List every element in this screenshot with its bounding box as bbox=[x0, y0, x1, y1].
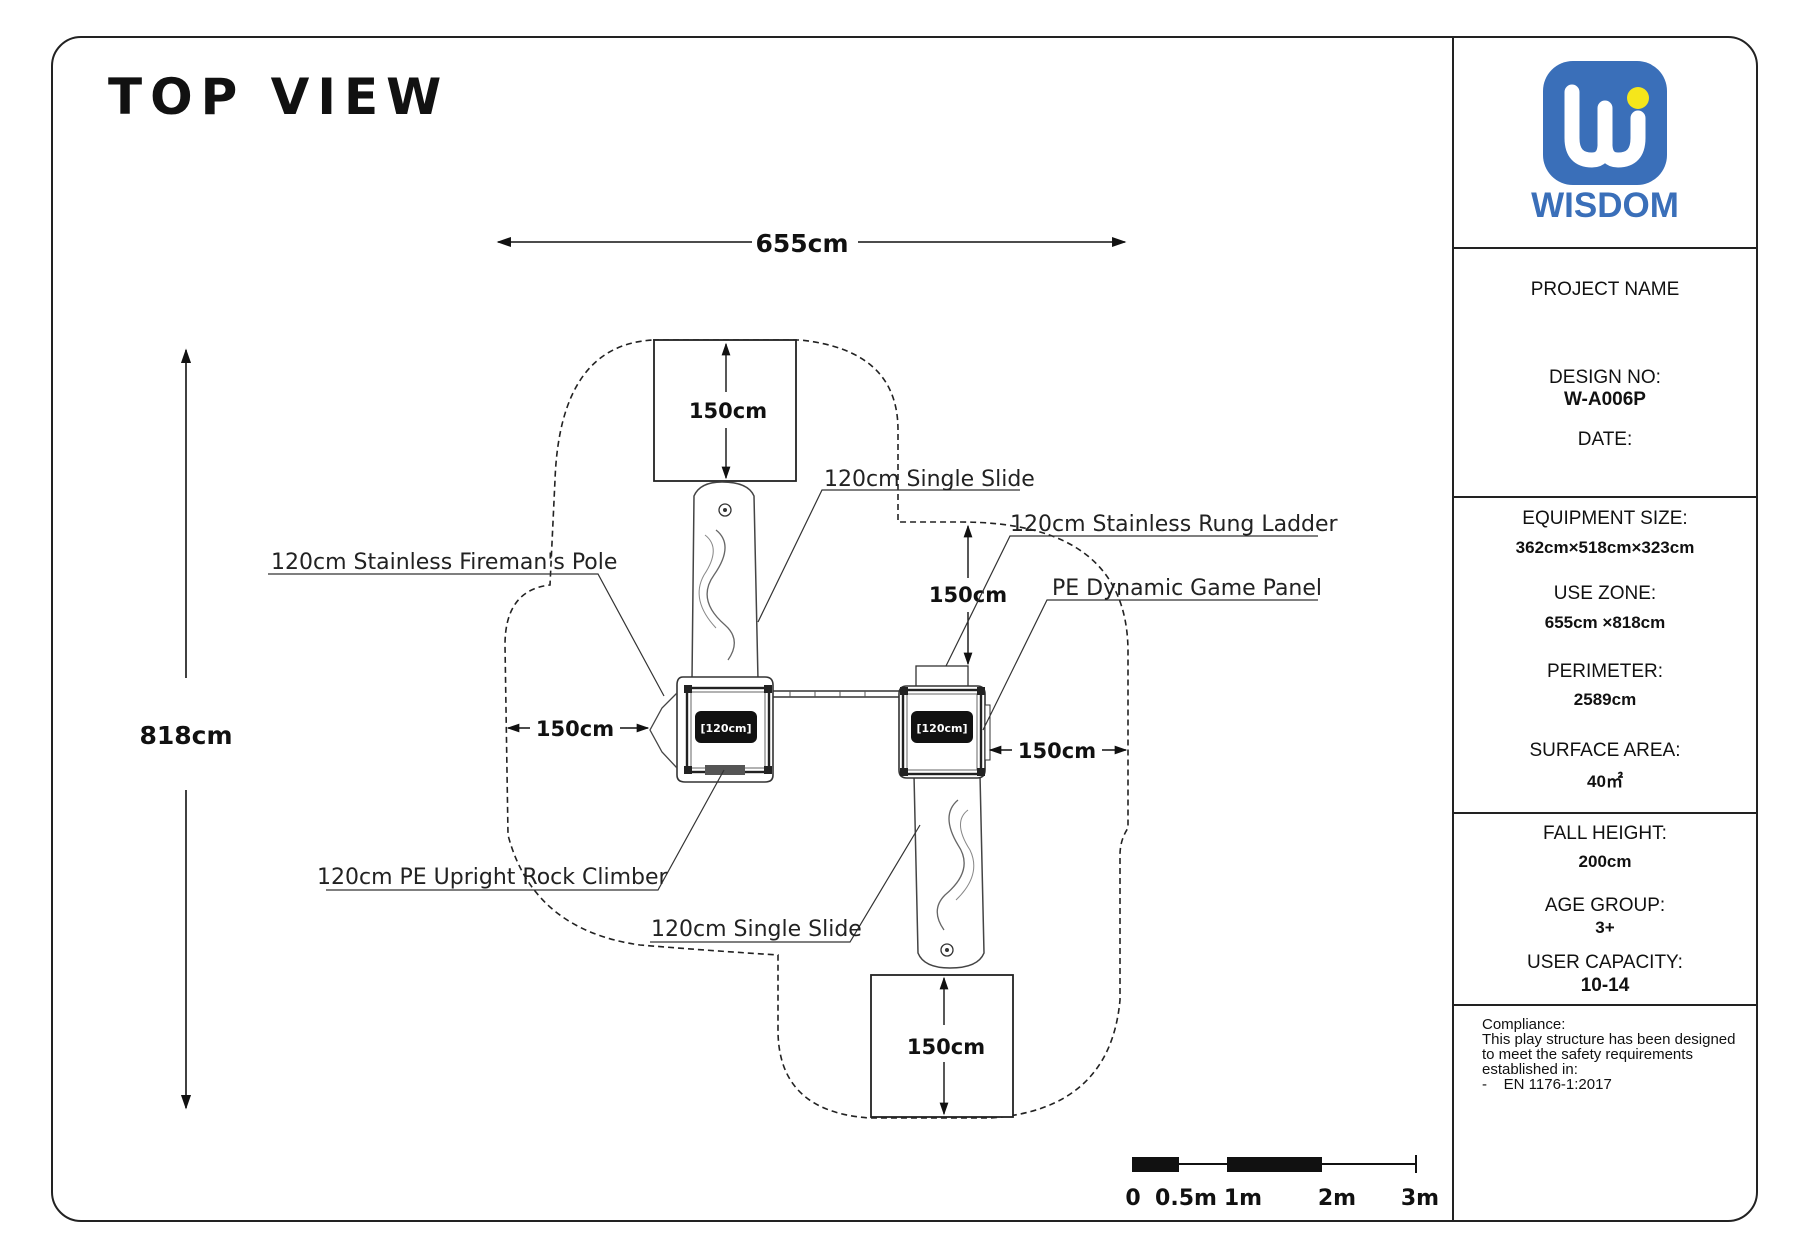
scale-label: 2m bbox=[1318, 1186, 1356, 1211]
zone-top-dimension: 150cm bbox=[689, 399, 767, 423]
zone-right-dimension: 150cm bbox=[1018, 739, 1096, 763]
user-capacity-value: 10-14 bbox=[1580, 975, 1630, 996]
left-platform bbox=[649, 676, 774, 783]
slide-landing-zone-top bbox=[653, 339, 797, 482]
brand-name: WISDOM bbox=[1531, 186, 1679, 225]
design-no-label: DESIGN NO: bbox=[1549, 367, 1661, 388]
callout-rung-ladder: 120cm Stainless Rung Ladder bbox=[1010, 512, 1339, 537]
height-dimension: 818cm bbox=[139, 721, 232, 750]
use-zone-outline bbox=[504, 339, 1129, 1119]
callout-slide-bottom: 120cm Single Slide bbox=[651, 917, 862, 942]
compliance-line: to meet the safety requirements bbox=[1482, 1046, 1693, 1063]
compliance-line: established in: bbox=[1482, 1061, 1578, 1078]
scale-label: 0 bbox=[1125, 1186, 1140, 1211]
width-dimension: 655cm bbox=[755, 229, 848, 258]
top-view-drawing: [120cm] [120cm] 655cm bbox=[139, 229, 1439, 1211]
surface-area-label: SURFACE AREA: bbox=[1529, 740, 1681, 761]
callout-game-panel: PE Dynamic Game Panel bbox=[1052, 576, 1322, 601]
project-name-label: PROJECT NAME bbox=[1530, 279, 1680, 300]
scale-bar bbox=[1132, 1155, 1417, 1173]
title-block-line bbox=[1454, 247, 1757, 249]
callout-slide-top: 120cm Single Slide bbox=[824, 467, 1035, 492]
surface-area-value: 40㎡ bbox=[1587, 772, 1623, 791]
equipment-size-value: 362cm×518cm×323cm bbox=[1515, 538, 1695, 557]
slide-landing-zone-bottom bbox=[870, 974, 1014, 1118]
compliance-standard: - EN 1176-1:2017 bbox=[1482, 1076, 1612, 1093]
user-capacity-label: USER CAPACITY: bbox=[1527, 952, 1683, 973]
zone-left-dimension: 150cm bbox=[536, 717, 614, 741]
title-block-line bbox=[1454, 812, 1757, 814]
equipment-size-label: EQUIPMENT SIZE: bbox=[1522, 508, 1688, 529]
wisdom-logo-icon bbox=[1543, 61, 1667, 185]
callout-leaders bbox=[268, 489, 1318, 943]
design-no-value: W-A006P bbox=[1564, 389, 1646, 410]
scale-label: 0.5m bbox=[1155, 1186, 1217, 1211]
fall-height-value: 200cm bbox=[1578, 852, 1632, 871]
logo-dot-icon bbox=[1627, 87, 1649, 109]
left-platform-height: [120cm] bbox=[701, 722, 752, 735]
compliance-note: Compliance: This play structure has been… bbox=[1482, 1017, 1747, 1092]
zone-bottom-dimension: 150cm bbox=[907, 1035, 985, 1059]
fall-height-label: FALL HEIGHT: bbox=[1543, 823, 1667, 844]
page-title: TOP VIEW bbox=[108, 68, 450, 126]
perimeter-value: 2589cm bbox=[1573, 690, 1637, 709]
age-group-value: 3+ bbox=[1595, 918, 1615, 937]
use-zone-label: USE ZONE: bbox=[1553, 583, 1657, 604]
connecting-bridge bbox=[773, 690, 900, 698]
callout-fireman-pole: 120cm Stainless Fireman's Pole bbox=[271, 550, 617, 575]
age-group-label: AGE GROUP: bbox=[1544, 895, 1666, 916]
perimeter-label: PERIMETER: bbox=[1546, 661, 1664, 682]
callout-rock-climber: 120cm PE Upright Rock Climber bbox=[317, 865, 669, 890]
use-zone-value: 655cm ×818cm bbox=[1544, 613, 1666, 632]
sheet-frame bbox=[51, 36, 1758, 1222]
scale-label: 3m bbox=[1401, 1186, 1439, 1211]
right-platform-height: [120cm] bbox=[917, 722, 968, 735]
right-platform bbox=[898, 665, 991, 779]
date-label: DATE: bbox=[1577, 429, 1633, 450]
title-block-divider bbox=[1452, 37, 1454, 1221]
title-block-line bbox=[1454, 1004, 1757, 1006]
title-block-line bbox=[1454, 496, 1757, 498]
compliance-heading: Compliance: bbox=[1482, 1016, 1566, 1033]
scale-label: 1m bbox=[1224, 1186, 1262, 1211]
top-slide bbox=[691, 481, 759, 681]
compliance-line: This play structure has been designed bbox=[1482, 1031, 1736, 1048]
bottom-slide bbox=[913, 774, 985, 969]
zone-ladder-dimension: 150cm bbox=[929, 583, 1007, 607]
